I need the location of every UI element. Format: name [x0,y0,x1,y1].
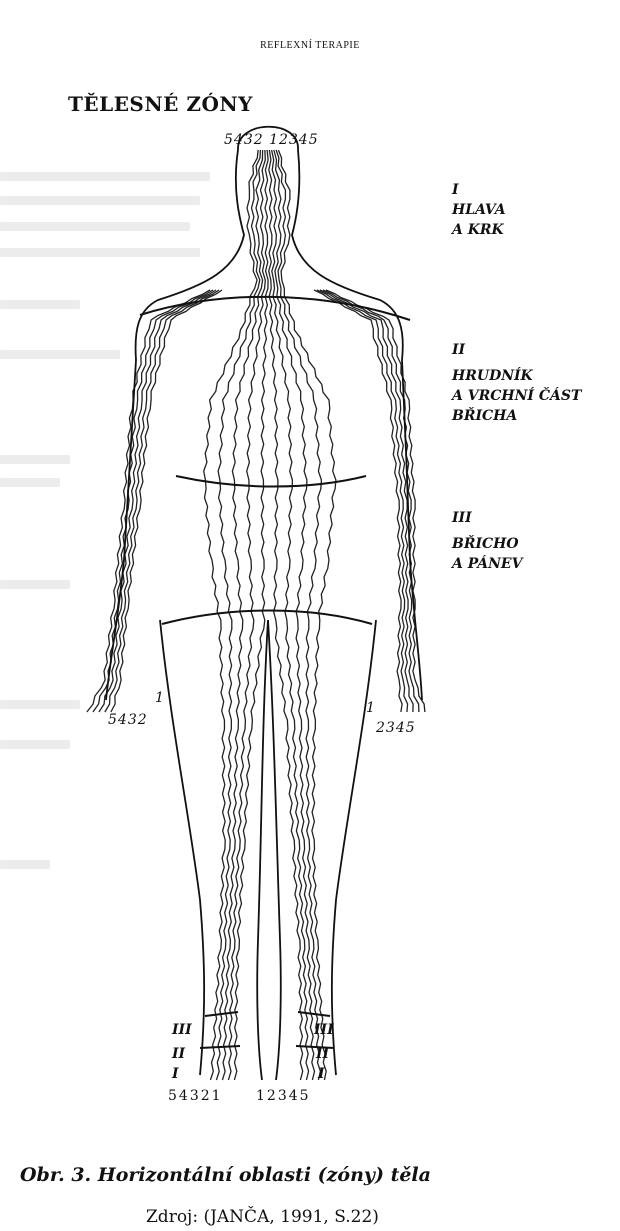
zone-1-label: I HLAVA A KRK [452,180,506,240]
zone-1-roman: I [452,180,506,200]
zone-line [234,150,268,1080]
zone-2-roman: II [452,340,581,360]
arm-zone-line [105,290,219,712]
right-foot-roman-iii: III [314,1022,334,1038]
zone-2-line3: BŘICHA [452,406,581,426]
zone-2-label: II HRUDNÍK A VRCHNÍ ČÁST BŘICHA [452,340,581,426]
zone-line [228,150,265,1080]
zone-line [222,150,262,1080]
right-hand-numbers: 2345 [376,720,416,736]
zone-band-foot [200,1046,334,1048]
zone-3-line1: BŘICHO [452,534,522,554]
figure-caption: Obr. 3. Horizontální oblasti (zóny) těla [20,1164,431,1186]
zone-3-roman: III [452,508,522,528]
arm-zone-line [314,290,402,712]
right-foot-roman-i: I [318,1066,325,1082]
right-foot-numbers: 12345 [256,1088,311,1104]
body-silhouette [106,127,422,700]
left-foot-roman-i: I [172,1066,179,1082]
left-foot-roman-iii: III [172,1022,192,1038]
zone-2-line2: A VRCHNÍ ČÁST [452,386,581,406]
leg-outline [160,620,376,1080]
right-foot-roman-ii: II [316,1046,329,1062]
zone-3-line2: A PÁNEV [452,554,522,574]
left-hand-one: 1 [155,690,164,706]
left-hand-numbers: 5432 [108,712,148,728]
head-zone-numbers: 5432 12345 [224,132,319,148]
right-hand-one: 1 [366,700,375,716]
arm-zone-line [99,290,216,712]
arm-zone-line [323,290,419,712]
zone-1-line1: HLAVA [452,200,506,220]
figure-source: Zdroj: (JANČA, 1991, S.22) [146,1207,379,1227]
arm-zone-line [87,290,210,712]
arm-zone-line [317,290,408,712]
zone-2-line1: HRUDNÍK [452,366,581,386]
zone-3-label: III BŘICHO A PÁNEV [452,508,522,574]
zone-1-line2: A KRK [452,220,506,240]
zone-lines [87,150,425,1080]
zone-line [276,150,321,1080]
left-foot-numbers: 54321 [168,1088,223,1104]
arm-zone-line [93,290,213,712]
left-foot-roman-ii: II [172,1046,185,1062]
